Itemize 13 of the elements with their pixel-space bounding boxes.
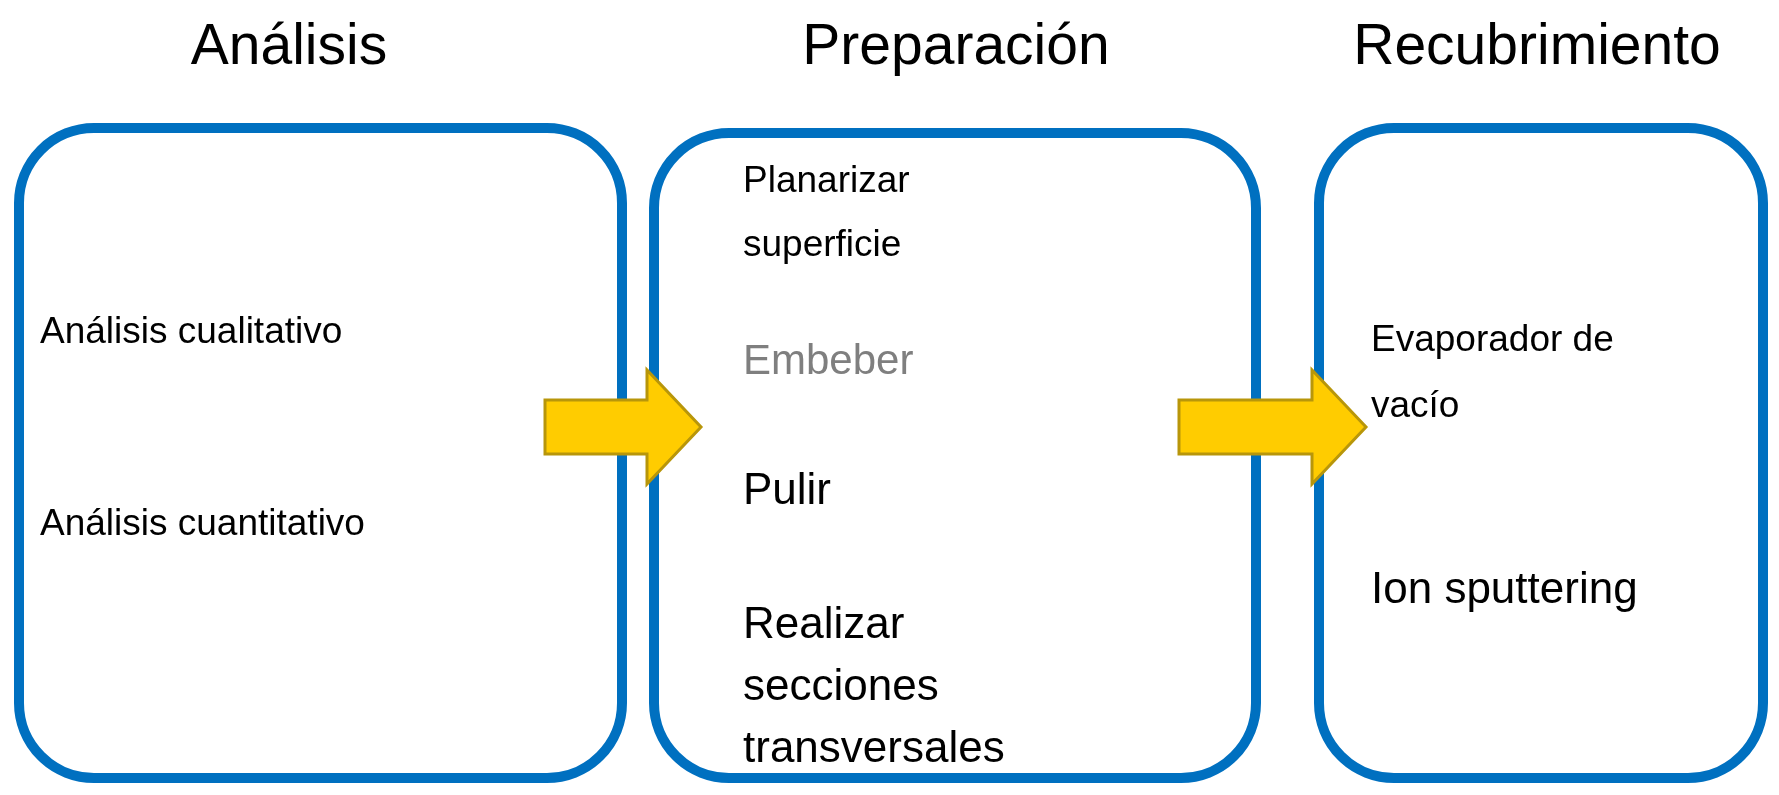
block-arrow	[543, 366, 704, 488]
step-text: Realizar secciones transversales	[743, 597, 1006, 773]
step-text: Planarizar superficie	[743, 158, 911, 266]
step-text: Ion sputtering	[1371, 565, 1638, 611]
block-arrow	[1177, 366, 1369, 488]
step-text: Análisis cuantitativo	[40, 501, 365, 545]
step-text: Análisis cualitativo	[40, 309, 343, 353]
step-text: Pulir	[743, 466, 832, 512]
step-text: Evaporador de vacío	[1371, 317, 1615, 427]
step-text: Embeber	[743, 337, 914, 383]
column-heading: Recubrimiento	[1353, 11, 1721, 78]
column-heading: Análisis	[190, 11, 388, 78]
column-heading: Preparación	[802, 11, 1110, 78]
